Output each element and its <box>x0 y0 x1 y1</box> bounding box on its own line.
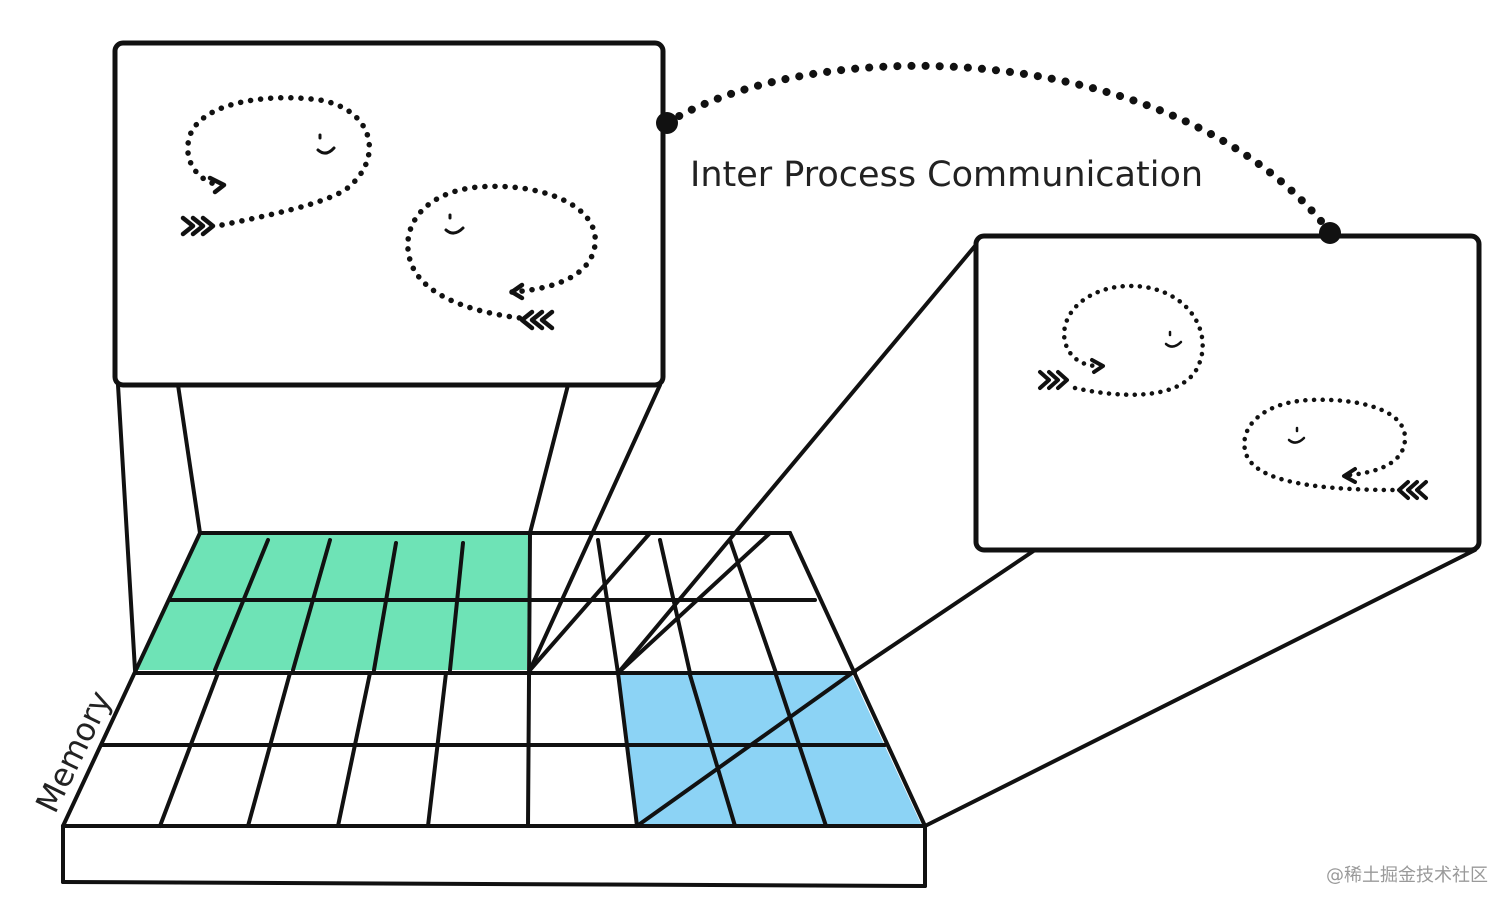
ipc-endpoint-a <box>656 112 678 134</box>
projection-lines <box>116 238 1477 828</box>
process-b-box <box>973 233 1482 553</box>
process-b-memory-region <box>618 675 922 826</box>
memory-label: Memory <box>28 685 119 819</box>
watermark: @稀土掘金技术社区 <box>1326 865 1488 886</box>
ipc-endpoint-b <box>1319 222 1341 244</box>
process-a-box <box>112 40 666 388</box>
smiley-icon <box>1164 330 1183 348</box>
chevron-arrow-icon <box>519 309 555 331</box>
smiley-icon <box>316 133 336 155</box>
ipc-connector <box>656 61 1341 244</box>
memory-grid <box>61 531 927 888</box>
smiley-icon <box>1287 426 1306 444</box>
chevron-arrow-icon <box>1038 370 1069 390</box>
ipc-label: Inter Process Communication <box>690 155 1203 195</box>
smiley-icon <box>444 213 465 235</box>
chevron-arrow-icon <box>180 215 216 237</box>
chevron-arrow-icon <box>1397 480 1428 500</box>
